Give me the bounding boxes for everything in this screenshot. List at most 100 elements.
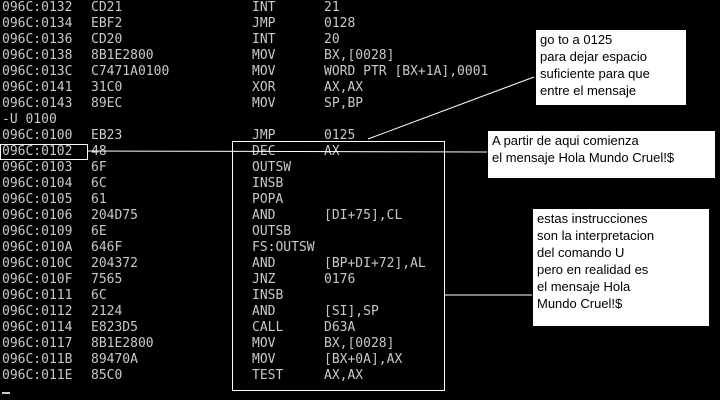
callout-hola-mundo: A partir de aqui comienza el mensaje Hol…	[487, 130, 716, 179]
address: 096C:0136	[2, 32, 73, 47]
command-line: -U 0100	[0, 112, 720, 128]
command-text: -U 0100	[2, 112, 57, 127]
mnemonic: JMP	[252, 16, 276, 31]
mnemonic: INSB	[252, 288, 284, 303]
address: 096C:010F	[2, 272, 73, 287]
callout-hola-line: A partir de aqui comienza	[492, 133, 639, 148]
mnemonic: INT	[252, 32, 276, 47]
hex-bytes: E823D5	[91, 320, 138, 335]
text-cursor	[2, 392, 10, 394]
operand: 0128	[324, 16, 356, 31]
callout-goto-line: entre el mensaje	[540, 83, 637, 98]
operand: 0125	[324, 128, 356, 143]
callout-goto-line: para dejar espacio	[540, 49, 647, 64]
mnemonic: JMP	[252, 128, 276, 143]
address: 096C:0104	[2, 176, 73, 191]
callout-instr-line: el mensaje Hola	[537, 279, 631, 294]
address: 096C:0141	[2, 80, 73, 95]
operand: 21	[324, 0, 340, 15]
callout-instr-line: estas instrucciones	[537, 211, 648, 226]
hex-bytes: 8B1E2800	[91, 336, 154, 351]
highlight-frame-instructions	[232, 141, 445, 391]
mnemonic: AND	[252, 304, 276, 319]
callout-instr-line: Mundo Cruel!$	[537, 296, 623, 311]
mnemonic: MOV	[252, 352, 276, 367]
hex-bytes: 6F	[91, 160, 107, 175]
mnemonic: MOV	[252, 48, 276, 63]
operand: WORD PTR [BX+1A],0001	[324, 64, 489, 79]
mnemonic: TEST	[252, 368, 284, 383]
operand: 0176	[324, 272, 356, 287]
callout-instructions: estas instrucciones son la interpretacio…	[532, 208, 710, 327]
mnemonic: INT	[252, 0, 276, 15]
address: 096C:0117	[2, 336, 73, 351]
callout-instr-line: del comando U	[537, 245, 625, 260]
mnemonic: MOV	[252, 64, 276, 79]
hex-bytes: 204D75	[91, 208, 138, 223]
operand: SP,BP	[324, 96, 364, 111]
callout-goto-line: suficiente para que	[540, 66, 650, 81]
disassembly-row: 096C:010F 7565 JNZ 0176	[0, 272, 720, 288]
mnemonic: FS:OUTSW	[252, 240, 315, 255]
operand: D63A	[324, 320, 356, 335]
mnemonic: AND	[252, 256, 276, 271]
disassembly-row: 096C:0136 CD20 INT 20	[0, 32, 720, 48]
callout-hola-line: el mensaje Hola Mundo Cruel!$	[492, 150, 675, 165]
connector-goto	[367, 76, 535, 140]
address: 096C:0114	[2, 320, 73, 335]
operand: [BX+0A],AX	[324, 352, 403, 367]
callout-instr-line: son la interpretacion	[537, 228, 655, 243]
address: 096C:0102	[2, 144, 73, 159]
hex-bytes: 85C0	[91, 368, 123, 383]
address: 096C:010C	[2, 256, 73, 271]
mnemonic: OUTSB	[252, 224, 292, 239]
address: 096C:0111	[2, 288, 73, 303]
address: 096C:0138	[2, 48, 73, 63]
address: 096C:011B	[2, 352, 73, 367]
address: 096C:0106	[2, 208, 73, 223]
address: 096C:0105	[2, 192, 73, 207]
hex-bytes: 8B1E2800	[91, 48, 154, 63]
mnemonic: AND	[252, 208, 276, 223]
hex-bytes: EBF2	[91, 16, 123, 31]
mnemonic: JNZ	[252, 272, 276, 287]
address: 096C:0100	[2, 128, 73, 143]
hex-bytes: 646F	[91, 240, 123, 255]
operand: BX,[0028]	[324, 48, 395, 63]
address: 096C:011E	[2, 368, 73, 383]
hex-bytes: CD20	[91, 32, 123, 47]
connector-hola	[87, 150, 488, 153]
hex-bytes: 61	[91, 192, 107, 207]
mnemonic: MOV	[252, 96, 276, 111]
hex-bytes: C7471A0100	[91, 64, 170, 79]
operand: 20	[324, 32, 340, 47]
mnemonic: XOR	[252, 80, 276, 95]
hex-bytes: EB23	[91, 128, 123, 143]
callout-goto-line: go to a 0125	[540, 32, 613, 47]
hex-bytes: 2124	[91, 304, 123, 319]
disassembly-row: 096C:011B 89470A MOV [BX+0A],AX	[0, 352, 720, 368]
address: 096C:0109	[2, 224, 73, 239]
operand: [SI],SP	[324, 304, 379, 319]
hex-bytes: 7565	[91, 272, 123, 287]
disassembly-row: 096C:0100 EB23 JMP 0125	[0, 128, 720, 144]
operand: AX,AX	[324, 80, 364, 95]
mnemonic: MOV	[252, 336, 276, 351]
hex-bytes: 89470A	[91, 352, 138, 367]
address: 096C:0143	[2, 96, 73, 111]
